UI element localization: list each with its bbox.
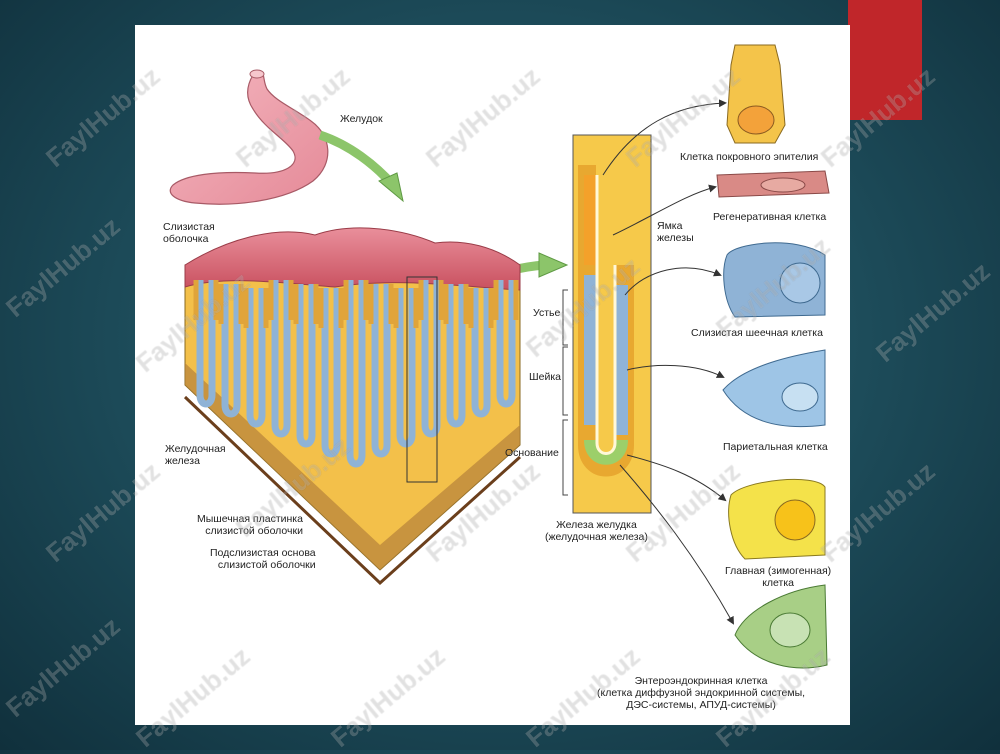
pit-epithelium bbox=[343, 280, 369, 320]
label-gastric-gland: Желудочная железа bbox=[165, 443, 226, 467]
label-cell-regen: Регенеративная клетка bbox=[713, 211, 827, 223]
pit-epithelium bbox=[393, 288, 419, 328]
pit-epithelium bbox=[443, 284, 469, 324]
label-pit: Ямка железы bbox=[657, 220, 694, 244]
label-muscularis: Мышечная пластинка слизистой оболочки bbox=[197, 513, 303, 537]
stomach-illustration bbox=[169, 69, 329, 205]
label-cell-parietal: Париетальная клетка bbox=[723, 441, 828, 453]
pit-epithelium bbox=[493, 280, 519, 320]
label-cell-surface: Клетка покровного эпителия bbox=[680, 151, 819, 163]
label-gland-caption: Железа желудка (желудочная железа) bbox=[545, 519, 648, 543]
label-cell-entero: Энтероэндокринная клетка (клетка диффузн… bbox=[597, 675, 806, 711]
gland-column bbox=[371, 284, 391, 458]
pit-epithelium bbox=[468, 288, 494, 328]
slide-canvas: Желудок Слизистая оболочка Желудочная же… bbox=[135, 25, 850, 725]
pit-epithelium bbox=[218, 284, 244, 324]
stomach-histology-diagram bbox=[169, 44, 830, 669]
gland-column bbox=[446, 284, 466, 428]
gland-column bbox=[396, 288, 416, 448]
label-cell-mucous: Слизистая шеечная клетка bbox=[691, 327, 823, 339]
gland-column bbox=[296, 284, 316, 448]
pit-epithelium bbox=[418, 280, 444, 320]
cell-parietal bbox=[722, 349, 826, 428]
inset-box bbox=[406, 276, 438, 483]
gland-column bbox=[496, 280, 516, 408]
enlarged-gland bbox=[562, 134, 652, 514]
label-mouth: Устье bbox=[533, 307, 561, 319]
cell-enteroendocrine bbox=[734, 584, 828, 669]
green-arrow-stomach bbox=[318, 130, 404, 203]
label-stomach: Желудок bbox=[340, 113, 383, 125]
pit-epithelium bbox=[193, 280, 219, 320]
gland-column bbox=[221, 284, 241, 418]
gland-column bbox=[471, 288, 491, 418]
pit-epithelium bbox=[243, 288, 269, 328]
cell-regenerative bbox=[716, 170, 830, 198]
connector-arrows bbox=[602, 99, 734, 625]
label-base: Основание bbox=[505, 447, 559, 459]
gland-column bbox=[246, 288, 266, 428]
gland-column bbox=[346, 280, 366, 468]
label-cell-chief: Главная (зимогенная) клетка bbox=[725, 565, 832, 589]
gland-column bbox=[196, 280, 216, 408]
mucosa-block bbox=[183, 227, 522, 586]
cell-surface-epithelium bbox=[726, 44, 786, 144]
label-neck: Шейка bbox=[529, 371, 561, 383]
gland-column bbox=[271, 280, 291, 438]
red-accent-bar bbox=[848, 0, 922, 120]
pit-epithelium bbox=[368, 284, 394, 324]
cell-mucous-neck bbox=[723, 242, 826, 318]
label-submucosa: Подслизистая основа слизистой оболочки bbox=[210, 547, 316, 571]
watermark: FaylHub.uz bbox=[870, 255, 996, 368]
pit-epithelium bbox=[293, 284, 319, 324]
pit-epithelium bbox=[268, 280, 294, 320]
pit-epithelium bbox=[318, 288, 344, 328]
watermark: FaylHub.uz bbox=[0, 610, 126, 723]
gland-column bbox=[321, 288, 341, 458]
watermark: FaylHub.uz bbox=[0, 210, 126, 323]
label-mucosa: Слизистая оболочка bbox=[163, 221, 215, 245]
cell-chief bbox=[728, 478, 826, 560]
